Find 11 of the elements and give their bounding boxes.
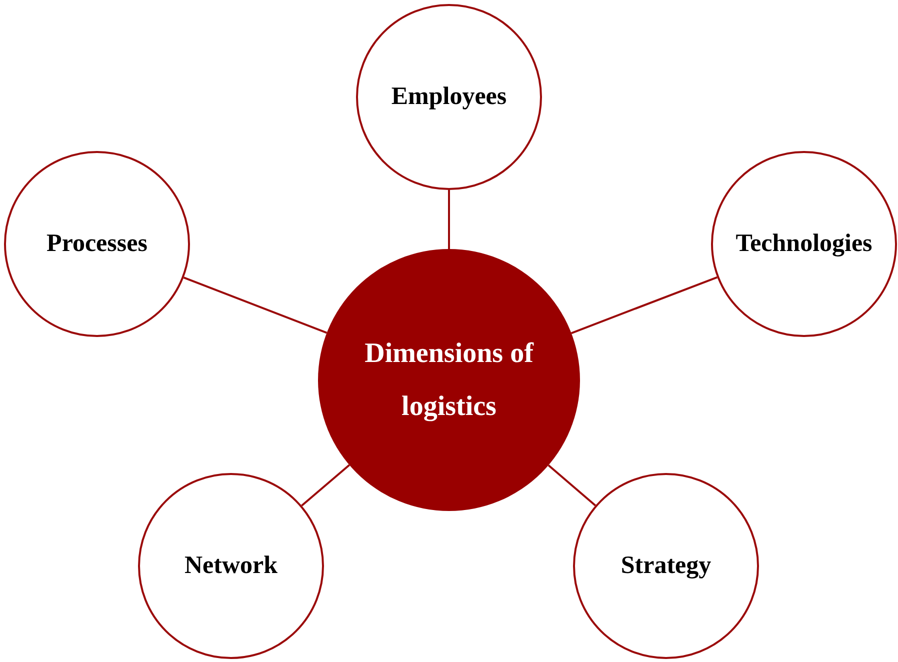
connector-line xyxy=(548,464,596,506)
connector-line xyxy=(448,190,450,249)
connector-line xyxy=(301,464,350,506)
node-label: Dimensions of logistics xyxy=(364,336,535,424)
node-label: Technologies xyxy=(736,230,872,258)
node-label: Processes xyxy=(46,230,148,258)
connector-line xyxy=(183,276,328,334)
node-label: Employees xyxy=(391,83,507,111)
node-label: Network xyxy=(184,552,278,580)
node-label: Strategy xyxy=(620,552,712,580)
connector-line xyxy=(570,276,718,334)
